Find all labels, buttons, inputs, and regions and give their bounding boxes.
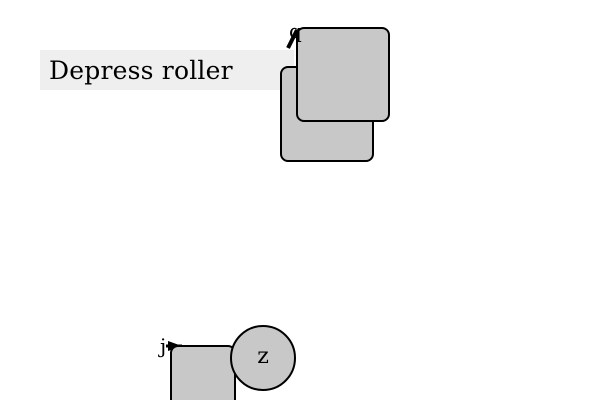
tooltip-label: Depress roller: [49, 55, 233, 85]
roller-square-front[interactable]: [296, 27, 390, 122]
top-connector-line: [286, 29, 299, 49]
circle-label: z: [257, 344, 269, 369]
circle-node[interactable]: z: [230, 325, 296, 391]
bottom-connector-label: j: [160, 334, 167, 358]
top-connector-label: q: [289, 19, 302, 43]
tooltip: Depress roller: [40, 50, 294, 90]
bottom-square[interactable]: [170, 345, 236, 400]
